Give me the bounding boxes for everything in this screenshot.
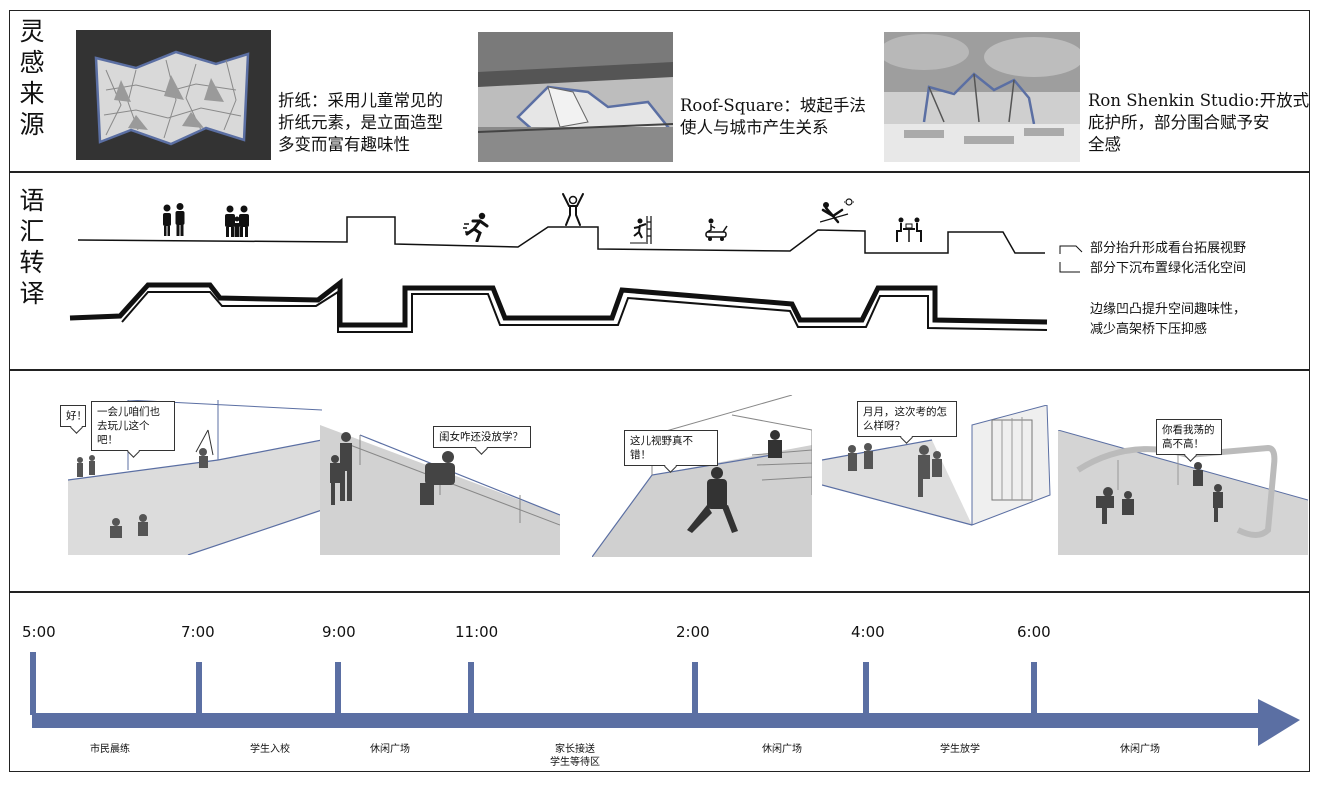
section-title-vocabulary: 语 汇 转 译 — [19, 186, 45, 308]
sunbathing-icon — [819, 197, 854, 224]
tick-mark — [30, 652, 36, 715]
time-label: 4:00 — [851, 623, 885, 641]
timeline-axis — [32, 713, 1262, 728]
jumping-icon — [560, 192, 586, 226]
running-icon — [462, 212, 492, 243]
profile-note: 边缘凹凸提升空间趣味性， 减少高架桥下压抑感 — [1090, 302, 1247, 337]
tick-mark — [335, 662, 341, 715]
activity-label: 家长接送 学生等待区 — [550, 744, 600, 768]
timeline-panel — [9, 592, 1310, 772]
legend-raised: 部分抬升形成看台拓展视野 — [1090, 241, 1247, 256]
speech-bubble: 闺女咋还没放学？ — [433, 426, 531, 448]
roof-square-photo — [478, 32, 673, 162]
activity-label: 市民晨练 — [90, 744, 130, 755]
speech-bubble: 一会儿咱们也去玩儿这个吧！ — [91, 401, 175, 451]
inspiration-panel — [9, 10, 1310, 172]
legend-sunken: 部分下沉布置绿化活化空间 — [1090, 261, 1247, 276]
timeline-ticks — [30, 652, 1037, 715]
tick-mark — [1031, 662, 1037, 715]
caption-roof-square: Roof-Square：坡起手法 使人与城市产生关系 — [680, 96, 866, 137]
speech-bubble: 这儿视野真不错！ — [624, 430, 718, 466]
scene-1 — [67, 399, 323, 556]
timeline-arrowhead — [1258, 699, 1300, 746]
scene-3 — [591, 394, 813, 558]
tick-mark — [196, 662, 202, 715]
scene-4 — [821, 404, 1052, 527]
activity-label: 休闲广场 — [1120, 744, 1160, 755]
activity-label: 学生放学 — [940, 744, 980, 755]
activity-label: 休闲广场 — [762, 744, 802, 755]
activity-label: 休闲广场 — [370, 744, 410, 755]
speech-bubble: 月月，这次考的怎么样呀？ — [857, 401, 957, 437]
time-label: 2:00 — [676, 623, 710, 641]
upper-profile-line — [77, 216, 1045, 254]
table-icon — [894, 216, 924, 242]
vocabulary-panel — [9, 172, 1310, 370]
climbing-icon — [630, 216, 652, 244]
time-label: 6:00 — [1017, 623, 1051, 641]
tick-mark — [468, 662, 474, 715]
studio-photo — [884, 32, 1080, 162]
caption-origami: 折纸：采用儿童常见的 折纸元素，是立面造型 多变而富有趣味性 — [278, 91, 443, 154]
time-label: 9:00 — [322, 623, 356, 641]
speech-bubble: 好！ — [60, 405, 87, 427]
speech-bubble: 你看我荡的高不高！ — [1156, 419, 1222, 455]
time-label: 11:00 — [455, 623, 499, 641]
lower-profile-line-b — [121, 290, 1048, 333]
tick-mark — [863, 662, 869, 715]
family-icon — [160, 203, 188, 237]
scene-2 — [320, 425, 561, 555]
scenes-panel — [9, 370, 1310, 592]
activity-label: 学生入校 — [250, 744, 290, 755]
sunken-legend-mark — [1059, 262, 1080, 273]
time-label: 7:00 — [181, 623, 215, 641]
raised-legend-mark — [1059, 245, 1083, 254]
scene-5 — [1057, 429, 1309, 555]
caption-studio: Ron Shenkin Studio:开放式 庇护所，部分围合赋予安 全感 — [1088, 91, 1310, 154]
lower-profile-line-a — [69, 277, 1048, 328]
family-icon — [222, 205, 252, 237]
origami-photo — [76, 30, 271, 160]
section-title-inspiration: 灵 感 来 源 — [19, 17, 45, 139]
time-label: 5:00 — [22, 623, 56, 641]
tick-mark — [692, 662, 698, 715]
playground-icon — [703, 218, 731, 242]
